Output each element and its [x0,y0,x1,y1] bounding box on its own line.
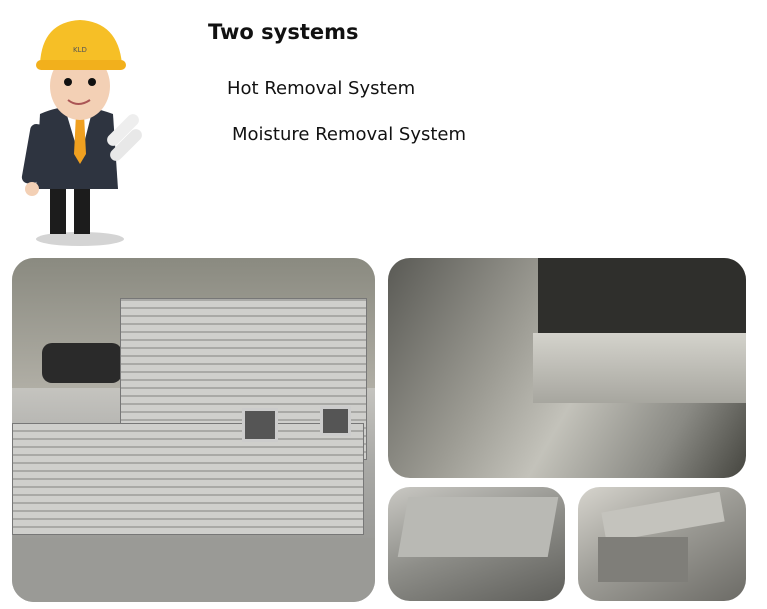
page-title: Two systems [208,20,359,44]
system-item-moisture-removal: Moisture Removal System [232,124,467,145]
photo-panel-assembly [578,487,746,601]
photo-conveyor-tray [388,487,565,601]
photo-panel-closeup [388,258,746,478]
svg-text:KLD: KLD [73,46,87,54]
engineer-mascot-illustration: KLD [21,20,142,246]
system-item-hot-removal: Hot Removal System [227,78,416,99]
photo-drying-machine [12,258,375,602]
